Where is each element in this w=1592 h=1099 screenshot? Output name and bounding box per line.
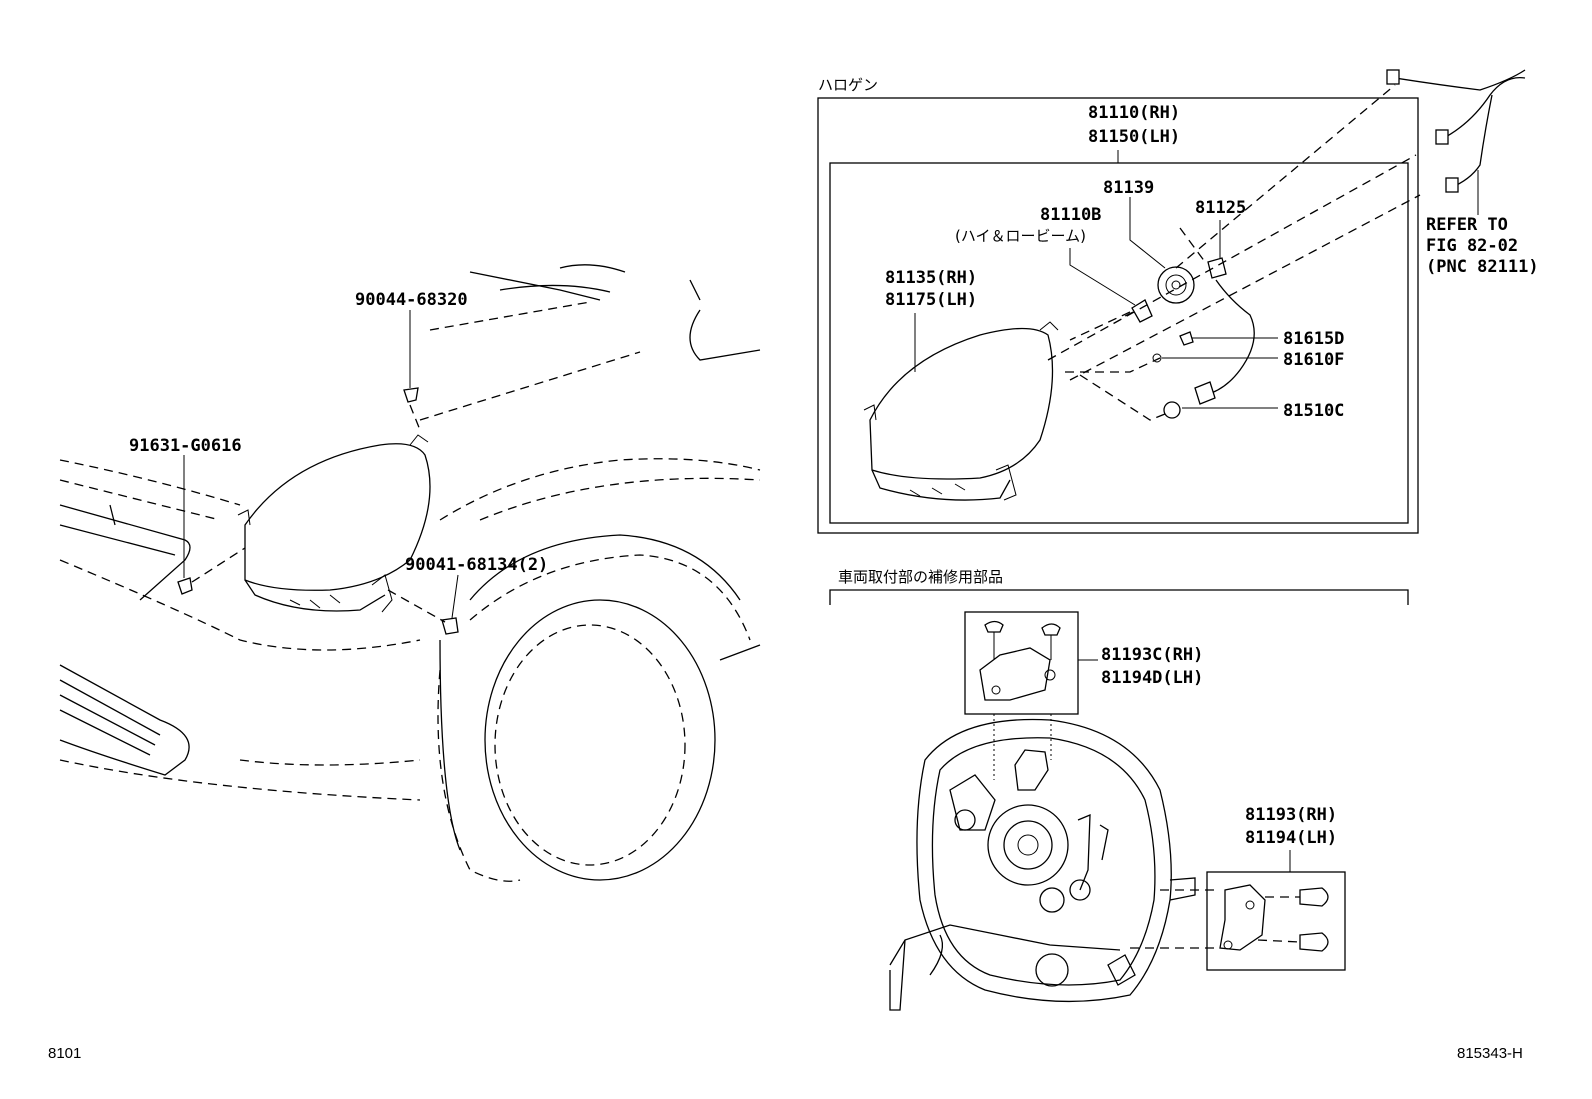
wire-harness bbox=[1386, 69, 1526, 215]
section-title-repair-parts: 車両取付部の補修用部品 bbox=[838, 568, 1003, 586]
label-90044-68320: 90044-68320 bbox=[355, 290, 468, 310]
car-front-illustration bbox=[59, 264, 761, 882]
bracket-81193c bbox=[979, 620, 1061, 701]
label-91631-G0616: 91631-G0616 bbox=[129, 436, 242, 456]
refer-line-2: FIG 82-02 bbox=[1426, 236, 1518, 256]
footer-page-code: 8101 bbox=[48, 1045, 81, 1062]
label-81150-lh: 81150(LH) bbox=[1088, 127, 1180, 147]
label-81110-rh: 81110(RH) bbox=[1088, 103, 1180, 123]
label-81175-lh: 81175(LH) bbox=[885, 290, 977, 310]
label-81125: 81125 bbox=[1195, 198, 1246, 218]
label-81110b-note: (ハイ＆ロービーム) bbox=[955, 227, 1086, 245]
label-81610f: 81610F bbox=[1283, 350, 1344, 370]
bracket-box-81193 bbox=[1206, 871, 1346, 971]
repair-section-bracket bbox=[829, 589, 1409, 605]
bracket-81193 bbox=[1219, 884, 1329, 952]
label-81193-rh: 81193(RH) bbox=[1245, 805, 1337, 825]
label-81194d-lh: 81194D(LH) bbox=[1101, 668, 1203, 688]
section-title-halogen: ハロゲン bbox=[818, 76, 878, 94]
refer-line-1: REFER TO bbox=[1426, 215, 1508, 235]
headlamp-assembly bbox=[863, 84, 1421, 501]
label-81110b: 81110B bbox=[1040, 205, 1101, 225]
halogen-outer-frame bbox=[817, 97, 1419, 534]
label-81139: 81139 bbox=[1103, 178, 1154, 198]
halogen-inner-frame bbox=[829, 162, 1409, 524]
label-90041-68134: 90041-68134(2) bbox=[405, 555, 548, 575]
label-81194-lh: 81194(LH) bbox=[1245, 828, 1337, 848]
label-81615d: 81615D bbox=[1283, 329, 1344, 349]
refer-line-3: (PNC 82111) bbox=[1426, 257, 1539, 277]
label-81135-rh: 81135(RH) bbox=[885, 268, 977, 288]
label-81193c-rh: 81193C(RH) bbox=[1101, 645, 1203, 665]
label-81510c: 81510C bbox=[1283, 401, 1344, 421]
footer-figure-code: 815343-H bbox=[1457, 1045, 1523, 1062]
bracket-box-81193c bbox=[964, 611, 1079, 715]
lamp-housing-illustration bbox=[889, 714, 1215, 1011]
